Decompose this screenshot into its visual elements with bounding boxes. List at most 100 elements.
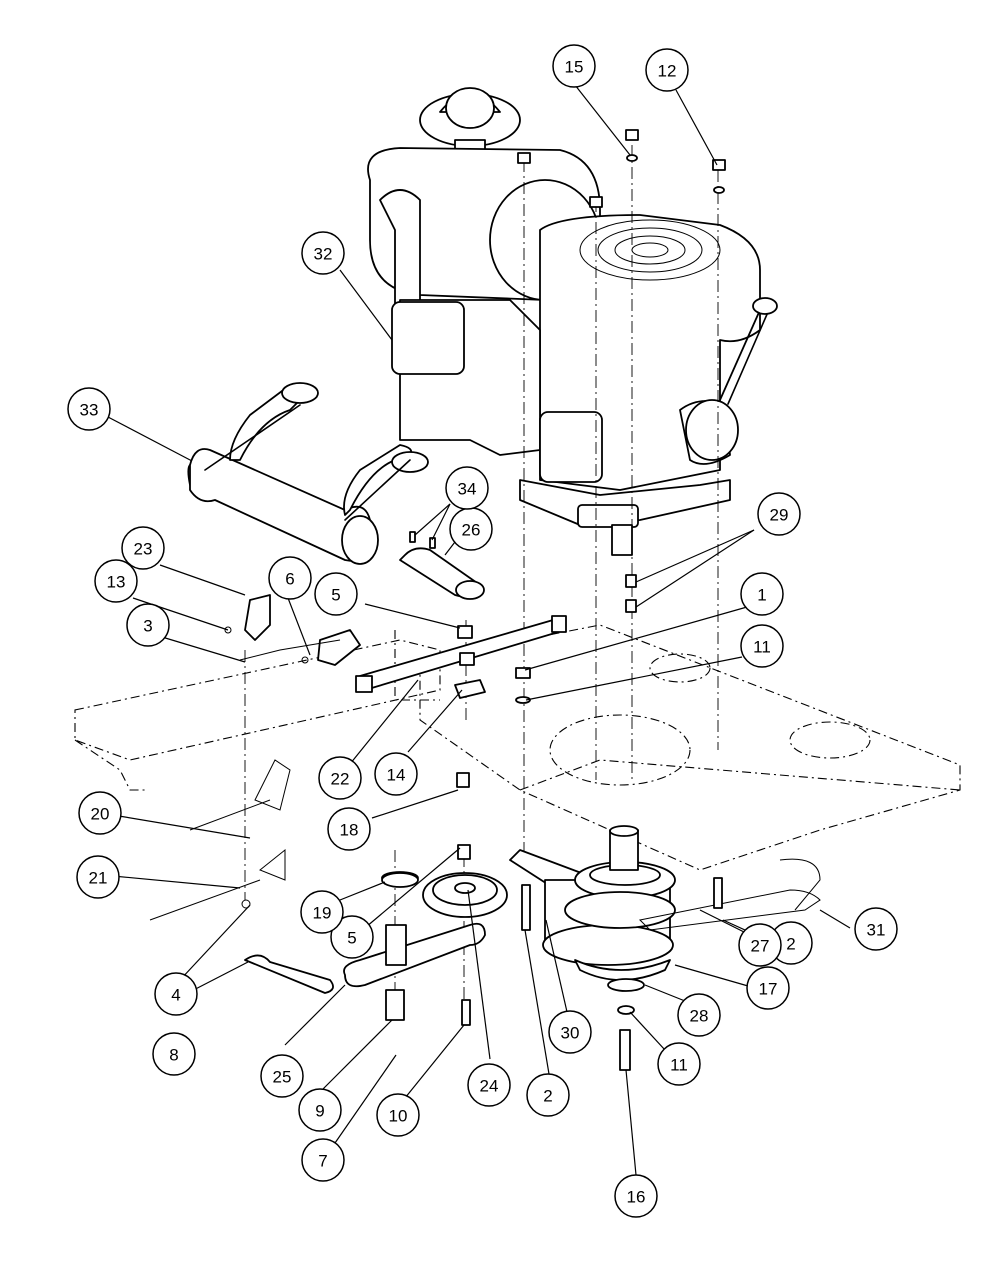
- callout-number: 23: [134, 540, 153, 559]
- callout-number: 6: [285, 570, 294, 589]
- callout-number: 13: [107, 573, 126, 592]
- callout-27: 27: [738, 923, 782, 967]
- callout-number: 19: [313, 904, 332, 923]
- callout-number: 18: [340, 821, 359, 840]
- callout-number: 33: [80, 401, 99, 420]
- callout-circle: [78, 791, 122, 835]
- callout-32: 32: [301, 231, 345, 275]
- callout-number: 32: [314, 245, 333, 264]
- callout-circle: [301, 231, 345, 275]
- engine: [367, 87, 778, 556]
- callout-24: 24: [467, 1063, 511, 1107]
- callout-number: 20: [91, 805, 110, 824]
- callout-number: 9: [315, 1102, 324, 1121]
- callout-number: 3: [143, 617, 152, 636]
- callout-circle: [738, 923, 782, 967]
- callout-number: 7: [318, 1152, 327, 1171]
- callout-circle: [374, 752, 418, 796]
- callout-circle: [301, 1138, 345, 1182]
- callout-16: 16: [614, 1174, 658, 1218]
- callout-21: 21: [76, 855, 120, 899]
- callout-19: 19: [300, 890, 344, 934]
- callout-circle: [657, 1042, 701, 1086]
- callout-number: 22: [331, 770, 350, 789]
- callout-30: 30: [548, 1010, 592, 1054]
- frame: [74, 624, 961, 871]
- callout-circle: [376, 1093, 420, 1137]
- callout-number: 28: [690, 1007, 709, 1026]
- callout-circle: [126, 603, 170, 647]
- levers-and-cables: [149, 594, 361, 921]
- callout-11: 11: [740, 624, 784, 668]
- callout-circle: [76, 855, 120, 899]
- callout-12: 12: [645, 48, 689, 92]
- callout-6: 6: [268, 556, 312, 600]
- callout-circle: [645, 48, 689, 92]
- callout-number: 2: [543, 1087, 552, 1106]
- callout-22: 22: [318, 756, 362, 800]
- callout-circle: [121, 526, 165, 570]
- callout-number: 15: [565, 58, 584, 77]
- callout-number: 25: [273, 1068, 292, 1087]
- rod-and-bracket: [355, 615, 567, 699]
- callout-8: 8: [152, 1032, 196, 1076]
- callout-4: 4: [154, 972, 198, 1016]
- callout-13: 13: [94, 559, 138, 603]
- clutch-assembly: [509, 825, 821, 1071]
- callout-number: 10: [389, 1107, 408, 1126]
- muffler: [187, 382, 429, 565]
- callout-circle: [154, 972, 198, 1016]
- callout-circle: [260, 1054, 304, 1098]
- callout-circle: [614, 1174, 658, 1218]
- callout-number: 17: [759, 980, 778, 999]
- centerlines: [244, 145, 719, 1020]
- callout-18: 18: [327, 807, 371, 851]
- callout-number: 34: [458, 480, 477, 499]
- callout-circle: [300, 890, 344, 934]
- callout-circle: [740, 572, 784, 616]
- callout-circle: [67, 387, 111, 431]
- callout-1: 1: [740, 572, 784, 616]
- callout-33: 33: [67, 387, 111, 431]
- callout-circle: [330, 915, 374, 959]
- callout-circle: [152, 1032, 196, 1076]
- callout-26: 26: [449, 507, 493, 551]
- callout-number: 11: [753, 638, 771, 657]
- callout-29: 29: [757, 492, 801, 536]
- callout-circle: [327, 807, 371, 851]
- callout-circle: [677, 993, 721, 1037]
- callout-23: 23: [121, 526, 165, 570]
- callout-7: 7: [301, 1138, 345, 1182]
- callout-34: 34: [445, 466, 489, 510]
- callout-10: 10: [376, 1093, 420, 1137]
- callout-number: 27: [751, 937, 770, 956]
- callout-circle: [854, 907, 898, 951]
- callout-circle: [548, 1010, 592, 1054]
- callout-3: 3: [126, 603, 170, 647]
- callout-20: 20: [78, 791, 122, 835]
- callout-number: 30: [561, 1024, 580, 1043]
- callout-28: 28: [677, 993, 721, 1037]
- callout-circle: [94, 559, 138, 603]
- callout-number: 1: [757, 586, 766, 605]
- callout-5: 5: [330, 915, 374, 959]
- callout-circle: [318, 756, 362, 800]
- callout-circle: [552, 44, 596, 88]
- callout-25: 25: [260, 1054, 304, 1098]
- callout-number: 12: [658, 62, 677, 81]
- callout-number: 11: [670, 1056, 688, 1075]
- callout-circle: [757, 492, 801, 536]
- callout-circle: [740, 624, 784, 668]
- exhaust-tube: [399, 531, 485, 600]
- callout-number: 31: [867, 921, 886, 940]
- callout-2: 2: [526, 1073, 570, 1117]
- callout-number: 8: [169, 1046, 178, 1065]
- callout-number: 21: [89, 869, 108, 888]
- callout-number: 14: [387, 766, 406, 785]
- callout-number: 2: [786, 935, 795, 954]
- callout-5: 5: [314, 572, 358, 616]
- callout-14: 14: [374, 752, 418, 796]
- callout-11: 11: [657, 1042, 701, 1086]
